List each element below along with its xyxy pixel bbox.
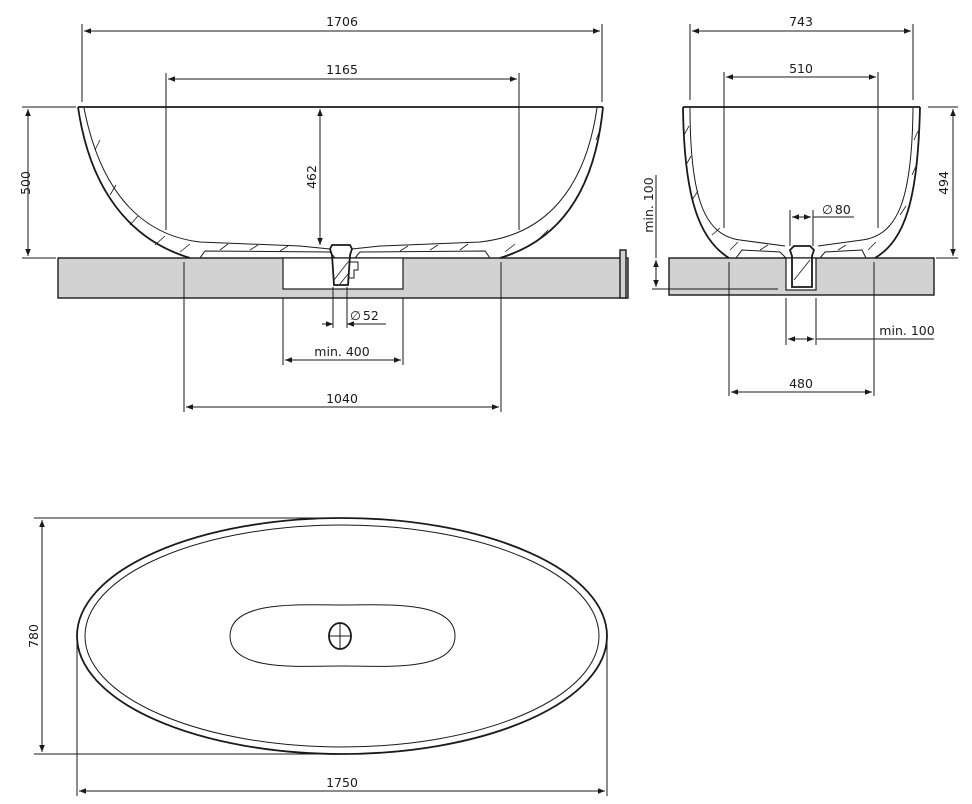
tub-base-right xyxy=(354,250,491,259)
end-section-hatching xyxy=(683,125,919,251)
dim-top-length: 1750 xyxy=(326,775,358,790)
end-tub-inner-left xyxy=(689,107,786,247)
dim-end-overall-width: 743 xyxy=(789,14,813,29)
end-tub-outer-left xyxy=(682,106,730,259)
floor-slab-end-stub xyxy=(619,249,627,299)
tub-inner-left xyxy=(83,107,331,250)
tub-floor-basin xyxy=(229,604,456,667)
tub-outer-left xyxy=(77,106,191,259)
dim-side-base-footprint: 1040 xyxy=(326,391,358,406)
dim-end-base-footprint: 480 xyxy=(789,376,813,391)
end-drain-fitting xyxy=(788,245,816,288)
dim-side-overall-width: 1706 xyxy=(326,14,358,29)
dim-top-width: 780 xyxy=(26,624,41,648)
top-view: 780 1750 xyxy=(26,517,608,796)
end-tub-base-right xyxy=(819,249,867,259)
end-tub-base-left xyxy=(735,249,787,259)
end-tub-outer-right xyxy=(874,106,921,259)
dim-end-drain-channel: min. 100 xyxy=(879,323,934,338)
side-view: 1706 1165 500 462 ∅52 min. 400 1040 xyxy=(18,14,629,412)
dim-side-inner-width: 1165 xyxy=(326,62,358,77)
dim-side-drain-recess: min. 400 xyxy=(314,344,369,359)
section-hatching xyxy=(94,129,601,253)
dim-end-drain-diameter: ∅80 xyxy=(822,202,851,217)
dim-side-inner-depth: 462 xyxy=(304,165,319,189)
tub-outer-right xyxy=(499,106,604,259)
end-tub-inner-right xyxy=(817,107,914,247)
dim-side-height: 500 xyxy=(18,171,33,195)
drain-recess xyxy=(282,257,404,290)
dim-end-inner-width: 510 xyxy=(789,61,813,76)
tub-base-left xyxy=(199,250,336,259)
end-view: 743 510 494 min. 100 ∅80 min. 100 480 xyxy=(619,14,958,396)
dim-end-floor-depth: min. 100 xyxy=(641,177,656,232)
tub-outline-inner xyxy=(84,524,600,748)
drain-trap xyxy=(348,261,359,279)
drain-fitting xyxy=(329,244,353,286)
dim-end-height: 494 xyxy=(936,171,951,195)
drain-channel xyxy=(785,257,817,291)
tub-inner-right xyxy=(351,107,598,250)
dim-side-drain-diameter: ∅52 xyxy=(350,308,379,323)
